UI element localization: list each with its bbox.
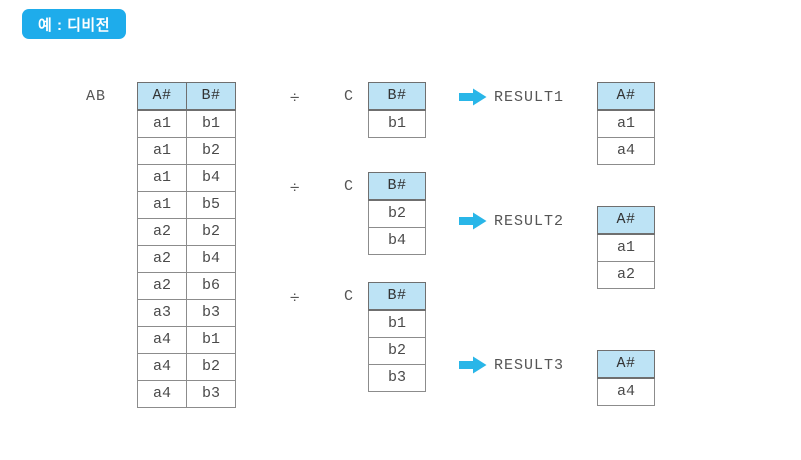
table-ab-cell: b4 — [186, 164, 236, 192]
table-result-3: A# a4 — [597, 350, 655, 406]
table-divisor-3-cell: b2 — [368, 337, 426, 365]
section-badge: 예 : 디비전 — [22, 9, 127, 39]
table-divisor-3-header: B# — [368, 282, 426, 311]
division-operator-2: ÷ — [290, 178, 300, 197]
table-ab-cell: a2 — [137, 245, 187, 273]
table-result-2-header: A# — [597, 206, 655, 235]
table-divisor-1-row: b1 — [368, 109, 426, 138]
divisor-label-c-3: C — [344, 288, 355, 305]
table-ab-cell: b1 — [186, 109, 236, 138]
table-ab-cell: a1 — [137, 137, 187, 165]
table-divisor-2-row: b2 — [368, 199, 426, 228]
table-ab-cell: a4 — [137, 326, 187, 354]
table-ab-cell: b3 — [186, 380, 236, 408]
table-result-1-cell: a4 — [597, 137, 655, 165]
table-result-2-row: a2 — [597, 261, 655, 289]
table-result-2-header-row: A# — [597, 206, 655, 235]
table-ab-cell: b2 — [186, 218, 236, 246]
table-ab-cell: a4 — [137, 353, 187, 381]
table-divisor-2-row: b4 — [368, 227, 426, 255]
table-result-2-cell: a1 — [597, 233, 655, 262]
table-result-3-row: a4 — [597, 377, 655, 406]
table-result-1-cell: a1 — [597, 109, 655, 138]
table-result-3-body: a4 — [597, 377, 655, 406]
divisor-label-c-2: C — [344, 178, 355, 195]
relation-label-ab: AB — [86, 88, 107, 105]
table-divisor-2-header: B# — [368, 172, 426, 201]
table-ab-header-b: B# — [186, 82, 236, 111]
divisor-label-c-1: C — [344, 88, 355, 105]
table-divisor-3-cell: b1 — [368, 309, 426, 338]
table-ab-cell: b3 — [186, 299, 236, 327]
table-divisor-2-header-row: B# — [368, 172, 426, 201]
table-ab-cell: b4 — [186, 245, 236, 273]
table-divisor-1-cell: b1 — [368, 109, 426, 138]
section-badge-label: 예 : 디비전 — [38, 16, 111, 34]
arrow-right-icon-2 — [459, 212, 487, 230]
table-ab-cell: b6 — [186, 272, 236, 300]
table-divisor-3-row: b2 — [368, 337, 426, 365]
table-result-1-header-row: A# — [597, 82, 655, 111]
result-label-2: RESULT2 — [494, 213, 565, 230]
table-divisor-3-cell: b3 — [368, 364, 426, 392]
table-ab-header-a: A# — [137, 82, 187, 111]
table-divisor-1-header-row: B# — [368, 82, 426, 111]
table-ab-cell: a1 — [137, 109, 187, 138]
table-divisor-2-cell: b2 — [368, 199, 426, 228]
table-ab-cell: b2 — [186, 137, 236, 165]
table-result-1-header: A# — [597, 82, 655, 111]
table-ab-header-row: A# B# — [137, 82, 236, 111]
table-ab-cell: a4 — [137, 380, 187, 408]
table-divisor-2-cell: b4 — [368, 227, 426, 255]
table-result-2-cell: a2 — [597, 261, 655, 289]
table-result-2-row: a1 — [597, 233, 655, 262]
table-ab-cell: a1 — [137, 191, 187, 219]
table-result-1-row: a1 — [597, 109, 655, 138]
table-result-3-cell: a4 — [597, 377, 655, 406]
table-divisor-1-body: b1 — [368, 109, 426, 138]
arrow-right-icon-3 — [459, 356, 487, 374]
table-ab-cell: a3 — [137, 299, 187, 327]
table-divisor-3-row: b3 — [368, 364, 426, 392]
table-result-3-header-row: A# — [597, 350, 655, 379]
table-ab-cell: b5 — [186, 191, 236, 219]
table-ab-cell: a2 — [137, 272, 187, 300]
table-result-3-header: A# — [597, 350, 655, 379]
result-label-3: RESULT3 — [494, 357, 565, 374]
table-ab-cell: b2 — [186, 353, 236, 381]
division-operator-1: ÷ — [290, 88, 300, 107]
table-divisor-1-header: B# — [368, 82, 426, 111]
result-label-1: RESULT1 — [494, 89, 565, 106]
table-divisor-3-header-row: B# — [368, 282, 426, 311]
table-divisor-1: B# b1 — [368, 82, 426, 138]
table-ab-cell: a2 — [137, 218, 187, 246]
table-divisor-3-row: b1 — [368, 309, 426, 338]
table-ab-cell: a1 — [137, 164, 187, 192]
table-result-1-row: a4 — [597, 137, 655, 165]
arrow-right-icon-1 — [459, 88, 487, 106]
table-ab-cell: b1 — [186, 326, 236, 354]
division-operator-3: ÷ — [290, 288, 300, 307]
